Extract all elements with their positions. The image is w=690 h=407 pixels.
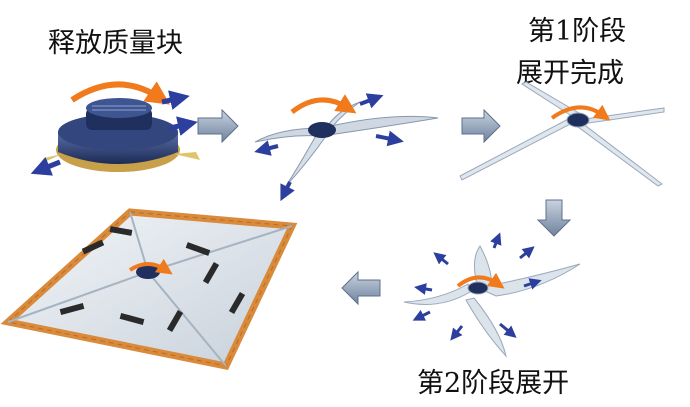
- rotation-arrow-icon: [550, 104, 611, 121]
- flow-arrow-icon: [536, 199, 572, 237]
- motion-arrow-icon: [254, 93, 404, 202]
- stage2-deploying-spacecraft: [403, 245, 581, 358]
- flow-arrow-icon: [341, 270, 381, 306]
- partially-deployed-spacecraft: [254, 101, 439, 187]
- rotation-arrow-icon: [70, 81, 170, 105]
- flow-arrow-icon: [197, 108, 239, 144]
- label-stage2: 第2阶段展开: [417, 368, 569, 399]
- label-release-mass: 释放质量块: [48, 28, 183, 59]
- motion-arrow-icon: [30, 90, 198, 176]
- motion-arrow-icon: [412, 232, 542, 341]
- flow-arrow-icon: [461, 108, 501, 144]
- rotation-arrow-icon: [290, 94, 357, 114]
- stowed-spacecraft: [40, 98, 200, 172]
- rotation-arrow-icon: [128, 258, 173, 275]
- label-stage1-line2: 展开完成: [516, 58, 624, 89]
- rotation-arrow-icon: [456, 272, 505, 289]
- fully-deployed-sail: [0, 208, 298, 370]
- label-stage1-line1: 第1阶段: [528, 16, 626, 47]
